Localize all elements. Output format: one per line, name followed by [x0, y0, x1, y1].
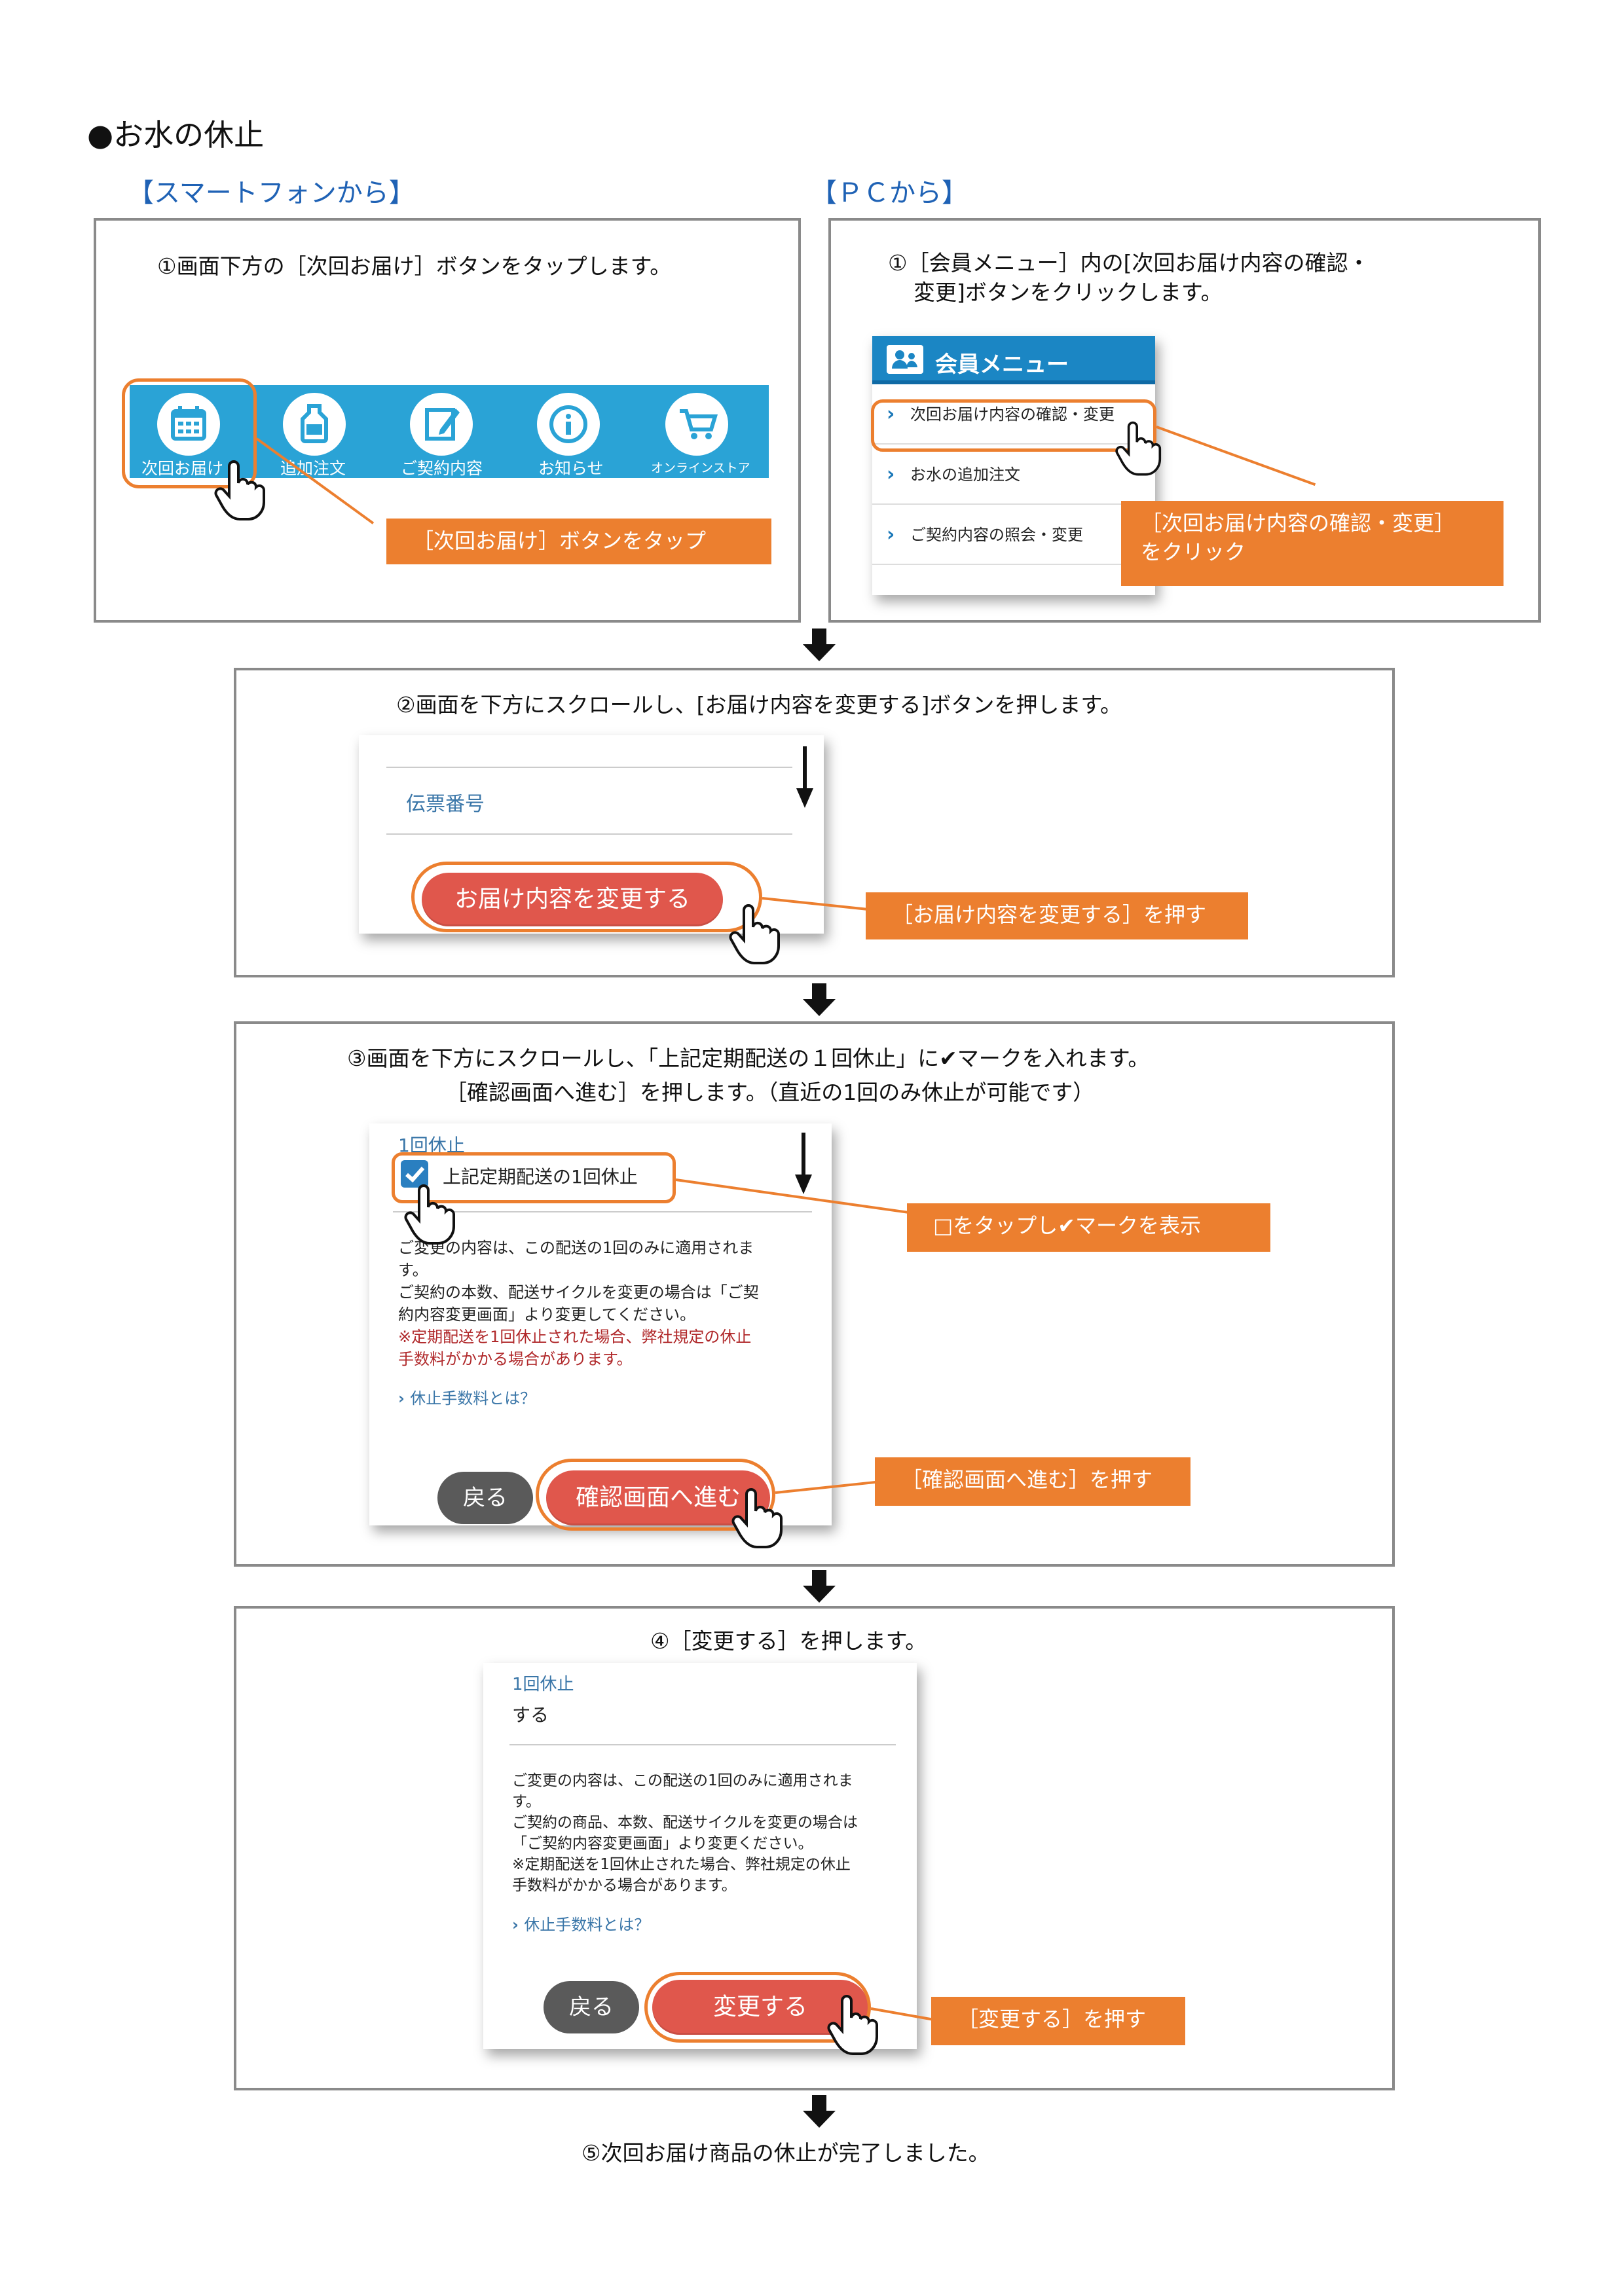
- note-line: ご変更の内容は、この配送の1回のみに適用されま: [512, 1772, 853, 1789]
- chevron-right-icon: ›: [887, 463, 895, 486]
- divider: [386, 833, 792, 835]
- pause-value: する: [512, 1704, 549, 1726]
- nav-label-add-order: 追加注文: [280, 459, 346, 478]
- step2-callout: ［お届け内容を変更する］を押す: [866, 892, 1248, 939]
- step4-instruction: ④［変更する］を押します。: [650, 1628, 927, 1654]
- chevron-right-icon: ›: [887, 523, 895, 546]
- step5-completion: ⑤次回お届け商品の休止が完了しました。: [581, 2140, 990, 2166]
- section-label-one-time-pause: 1回休止: [512, 1675, 574, 1694]
- note-line: す。: [512, 1793, 541, 1810]
- back-button[interactable]: 戻る: [437, 1472, 533, 1524]
- hand-pointer-icon: [827, 1995, 879, 2055]
- chevron-right-icon: ›: [512, 1916, 525, 1934]
- divider: [386, 767, 792, 768]
- hand-pointer-icon: [729, 904, 781, 964]
- highlight-change-button: [644, 1972, 871, 2043]
- step1-sp-callout: ［次回お届け］ボタンをタップ: [386, 519, 771, 564]
- smartphone-section-title: 【スマートフォンから】: [128, 178, 415, 208]
- menu-item-contract[interactable]: ›ご契約内容の照会・変更: [872, 505, 1155, 565]
- page-heading: ●お水の休止: [87, 117, 265, 153]
- chevron-right-icon: ›: [887, 403, 895, 426]
- back-button[interactable]: 戻る: [544, 1981, 639, 2033]
- arrow-down-icon: [803, 629, 836, 661]
- arrow-down-icon: [803, 983, 836, 1016]
- note-line: ※定期配送を1回休止された場合、弊社規定の休止: [512, 1856, 851, 1873]
- step3-callout-next: ［確認画面へ進む］を押す: [875, 1457, 1190, 1506]
- highlight-checkbox: [392, 1152, 676, 1203]
- step3-instruction-line2: ［確認画面へ進む］を押します。（直近の1回のみ休止が可能です）: [445, 1080, 1095, 1105]
- checkmark-icon: [405, 1167, 425, 1183]
- nav-label-news: お知らせ: [538, 459, 604, 478]
- contract-edit-icon[interactable]: [410, 393, 473, 456]
- change-delivery-button[interactable]: お届け内容を変更する: [422, 873, 723, 926]
- warning-line: ※定期配送を1回休止された場合、弊社規定の休止: [398, 1328, 752, 1346]
- step1-pc-instruction-line1: ①［会員メニュー］内の[次回お届け内容の確認・: [888, 250, 1370, 276]
- pc-section-title: 【ＰＣから】: [811, 178, 968, 208]
- scroll-down-arrow-icon: [795, 1133, 812, 1194]
- highlight-change-button: [411, 862, 762, 932]
- note-line: す。: [398, 1261, 428, 1279]
- nav-label-next-delivery: 次回お届け: [141, 459, 224, 478]
- menu-item-next-delivery[interactable]: ›次回お届け内容の確認・変更: [872, 384, 1155, 445]
- hand-pointer-icon: [404, 1184, 456, 1245]
- nav-label-online-store: オンラインストア: [651, 461, 750, 475]
- note-line: ご契約の本数、配送サイクルを変更の場合は「ご契: [398, 1283, 759, 1302]
- note-line: 約内容変更画面」より変更してください。: [398, 1305, 696, 1324]
- scroll-down-arrow-icon: [796, 746, 813, 808]
- bottle-icon[interactable]: [283, 393, 346, 456]
- pause-checkbox[interactable]: [401, 1160, 428, 1188]
- member-menu-title: 会員メニュー: [935, 352, 1069, 378]
- calendar-icon[interactable]: [157, 393, 220, 456]
- pc-member-menu: 会員メニュー ›次回お届け内容の確認・変更 ›お水の追加注文 ›ご契約内容の照会…: [872, 336, 1155, 595]
- highlight-next-delivery: [122, 378, 257, 488]
- cart-icon[interactable]: [665, 393, 728, 456]
- checkbox-label: 上記定期配送の1回休止: [443, 1166, 638, 1188]
- arrow-down-icon: [803, 1570, 836, 1603]
- step4-screenshot: 1回休止 する ご変更の内容は、この配送の1回のみに適用されま す。 ご契約の商…: [483, 1663, 917, 2049]
- divider: [393, 1211, 812, 1212]
- menu-item-add-water[interactable]: ›お水の追加注文: [872, 445, 1155, 505]
- nav-label-contract: ご契約内容: [401, 459, 483, 478]
- warning-line: 手数料がかかる場合があります。: [398, 1350, 633, 1368]
- note-line: 手数料がかかる場合があります。: [512, 1877, 737, 1894]
- pause-fee-link[interactable]: › 休止手数料とは？: [398, 1389, 536, 1408]
- step2-instruction: ②画面を下方にスクロールし、[お届け内容を変更する]ボタンを押します。: [396, 692, 1122, 718]
- info-icon[interactable]: [537, 393, 600, 456]
- field-label-slip-number: 伝票番号: [406, 793, 485, 816]
- pause-fee-link[interactable]: › 休止手数料とは？: [512, 1916, 650, 1934]
- proceed-to-confirm-button[interactable]: 確認画面へ進む: [546, 1470, 770, 1525]
- divider: [509, 1744, 896, 1745]
- hand-pointer-icon: [731, 1488, 783, 1548]
- hand-pointer-icon: [214, 460, 266, 520]
- chevron-right-icon: ›: [398, 1389, 411, 1408]
- step3-instruction-line1: ③画面を下方にスクロールし、「上記定期配送の１回休止」に✔マークを入れます。: [347, 1046, 1150, 1071]
- highlight-proceed-button: [536, 1459, 775, 1531]
- step1-pc-callout: ［次回お届け内容の確認・変更］ をクリック: [1121, 501, 1504, 586]
- hand-pointer-icon: [1115, 421, 1162, 476]
- members-icon: [887, 345, 923, 374]
- step4-callout: ［変更する］を押す: [931, 1997, 1185, 2045]
- highlight-menu-item: [871, 399, 1156, 452]
- step1-pc-instruction-line2: 変更]ボタンをクリックします。: [913, 280, 1223, 305]
- note-line: 「ご契約内容変更画面」より変更ください。: [512, 1835, 813, 1852]
- note-line: ご変更の内容は、この配送の1回のみに適用されま: [398, 1239, 754, 1257]
- member-menu-header: 会員メニュー: [872, 336, 1155, 384]
- step3-callout-checkbox: □をタップし✔マークを表示: [907, 1203, 1270, 1252]
- note-line: ご契約の商品、本数、配送サイクルを変更の場合は: [512, 1814, 858, 1831]
- arrow-down-icon: [803, 2095, 836, 2128]
- step1-sp-instruction: ①画面下方の［次回お届け］ボタンをタップします。: [157, 253, 672, 279]
